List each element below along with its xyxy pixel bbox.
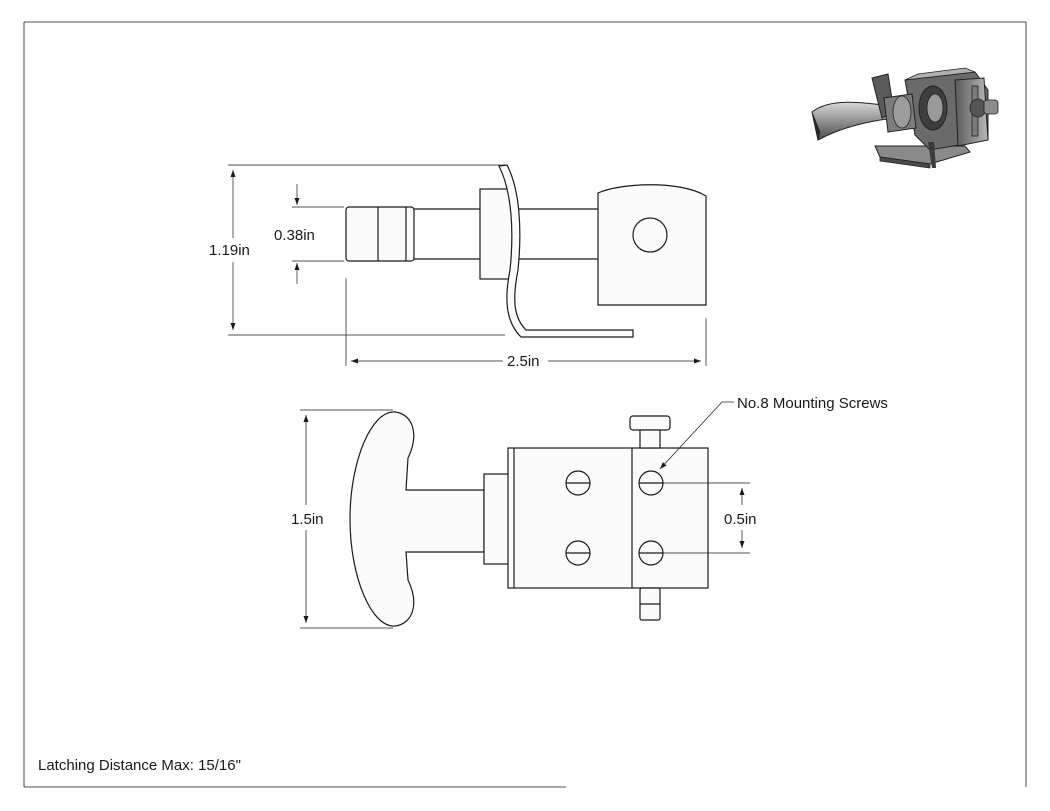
dim-overall-length: 2.5in	[345, 278, 707, 370]
t-handle	[349, 411, 485, 627]
dim-label-plunger-diameter: 0.38in	[274, 227, 315, 244]
dim-label-height-total: 1.19in	[209, 242, 250, 259]
sheet-border	[23, 21, 1027, 788]
pivot-hole	[632, 217, 668, 253]
side-view	[345, 164, 707, 338]
dim-plunger-diameter: 0.38in	[274, 184, 344, 284]
housing-side	[597, 184, 707, 306]
dim-label-overall-length: 2.5in	[507, 353, 540, 370]
plunger-tip	[345, 206, 415, 262]
callout-mounting-screws: No.8 Mounting Screws	[659, 395, 888, 470]
dim-label-hole-spacing: 0.5in	[724, 511, 757, 528]
top-collar	[483, 473, 512, 565]
dim-hole-spacing: 0.5in	[663, 482, 757, 554]
latching-distance-note: Latching Distance Max: 15/16"	[38, 757, 241, 774]
housing-top	[507, 447, 709, 589]
dim-label-handle-height: 1.5in	[291, 511, 324, 528]
isometric-view	[811, 67, 999, 169]
collar	[479, 188, 515, 280]
bent-bracket	[498, 164, 634, 338]
top-view	[349, 411, 709, 627]
dim-height-total: 1.19in	[209, 164, 505, 336]
dim-handle-height: 1.5in	[291, 409, 393, 629]
pin-head	[629, 415, 671, 431]
callout-label: No.8 Mounting Screws	[737, 395, 888, 412]
